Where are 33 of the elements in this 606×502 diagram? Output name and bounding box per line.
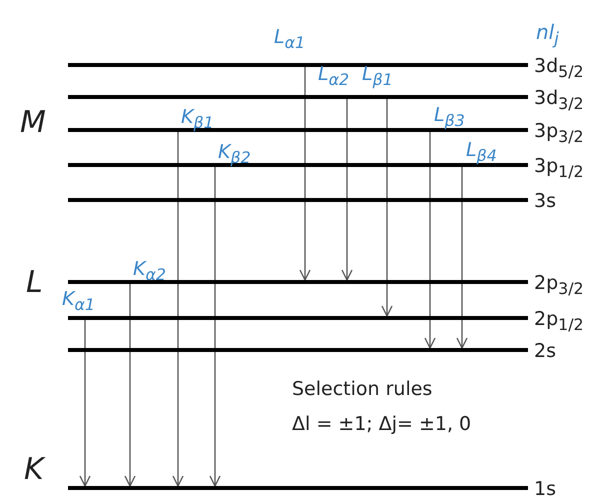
level-label: 3p$_{1/2}$	[534, 155, 584, 181]
shell-label: M	[20, 108, 46, 138]
transition-label: L$_{β4}$	[466, 141, 497, 164]
transition-label: L$_{α2}$	[318, 65, 350, 88]
level-label: 1s	[534, 478, 556, 500]
transition-arrow	[79, 320, 91, 487]
level-label: 2p$_{1/2}$	[534, 308, 584, 334]
transition-label: K$_{α2}$	[133, 260, 166, 283]
level-label: 3d$_{3/2}$	[534, 87, 584, 113]
level-label: 2p$_{3/2}$	[534, 272, 584, 298]
transition-arrow	[456, 167, 468, 349]
level-label: 3d$_{5/2}$	[534, 55, 584, 81]
note-text: Selection rules	[292, 380, 432, 399]
level-label: 3s	[534, 190, 556, 212]
shell-heading: nl$_{j}$	[536, 22, 559, 48]
shell-label: K	[24, 455, 44, 485]
transition-label: L$_{β1}$	[362, 65, 393, 88]
transition-arrow	[424, 132, 436, 349]
shell-label: L	[26, 268, 43, 298]
transition-arrow	[341, 99, 353, 281]
level-label: 3p$_{3/2}$	[534, 120, 584, 146]
transition-label: K$_{α1}$	[62, 290, 95, 313]
note-text: Δl = ±1; Δj= ±1, 0	[292, 415, 472, 434]
transition-arrow	[381, 99, 393, 317]
transition-label: L$_{β3}$	[434, 106, 465, 129]
transition-label: K$_{β1}$	[181, 108, 214, 131]
transition-label: K$_{β2}$	[218, 143, 251, 166]
transition-label: L$_{α1}$	[274, 28, 306, 51]
transition-arrow	[299, 67, 311, 281]
transition-arrow	[209, 167, 221, 487]
transition-arrow	[124, 284, 136, 487]
level-label: 2s	[534, 340, 556, 362]
transition-arrow	[172, 132, 184, 487]
